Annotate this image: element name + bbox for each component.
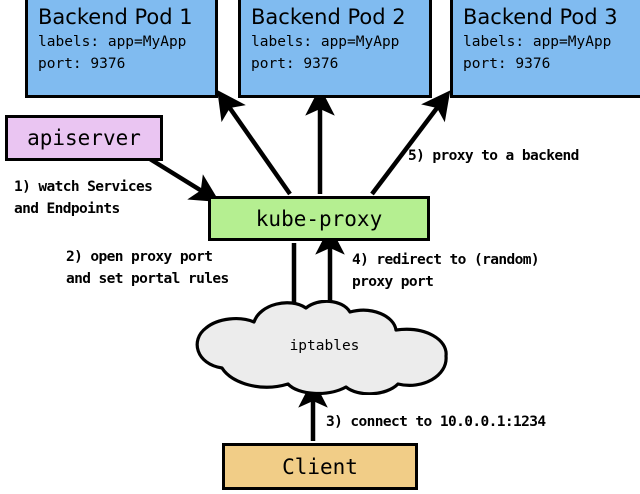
backend-pod-3-labels: labels: app=MyApp [463,34,612,50]
step-2-label: 2) open proxy port and set portal rules [66,246,229,290]
step-5-line-1: 5) proxy to a backend [408,148,579,164]
step-1-line-1: 1) watch Services [14,179,153,195]
arrow-kube-proxy-to-pod-1 [217,89,292,196]
backend-pod-1-labels: labels: app=MyApp [38,34,187,50]
apiserver-label: apiserver [27,126,141,150]
step-4-line-2: proxy port [352,274,434,290]
iptables-cloud: iptables [182,299,467,396]
iptables-label: iptables [289,338,360,354]
client-label: Client [282,454,358,479]
step-1-line-2: and Endpoints [14,201,120,217]
backend-pod-2-labels: labels: app=MyApp [251,34,400,50]
backend-pod-1-title: Backend Pod 1 [38,5,193,29]
backend-pod-3-title: Backend Pod 3 [463,5,618,29]
backend-pod-2-port: port: 9376 [251,56,339,72]
backend-pod-2-title: Backend Pod 2 [251,5,406,29]
step-2-line-2: and set portal rules [66,271,229,287]
backend-pod-3-box: Backend Pod 3 labels: app=MyApp port: 93… [450,0,640,98]
step-3-label: 3) connect to 10.0.0.1:1234 [326,411,546,433]
step-1-label: 1) watch Services and Endpoints [14,176,153,220]
step-4-label: 4) redirect to (random) proxy port [352,249,540,293]
backend-pod-3-port: port: 9376 [463,56,551,72]
step-5-label: 5) proxy to a backend [408,145,579,167]
backend-pod-1-box: Backend Pod 1 labels: app=MyApp port: 93… [25,0,218,98]
backend-pod-1-port: port: 9376 [38,56,126,72]
iptables-cloud-shape [195,299,448,396]
client-box: Client [222,443,418,490]
step-4-line-1: 4) redirect to (random) [352,252,540,268]
kube-proxy-box: kube-proxy [208,196,430,241]
step-2-line-1: 2) open proxy port [66,249,213,265]
apiserver-box: apiserver [5,115,163,161]
step-3-line-1: 3) connect to 10.0.0.1:1234 [326,414,546,430]
kube-proxy-label: kube-proxy [255,206,383,231]
backend-pod-2-box: Backend Pod 2 labels: app=MyApp port: 93… [238,0,432,98]
arrow-kube-proxy-to-pod-3 [370,90,451,196]
arrow-apiserver-to-kube-proxy [148,157,220,202]
